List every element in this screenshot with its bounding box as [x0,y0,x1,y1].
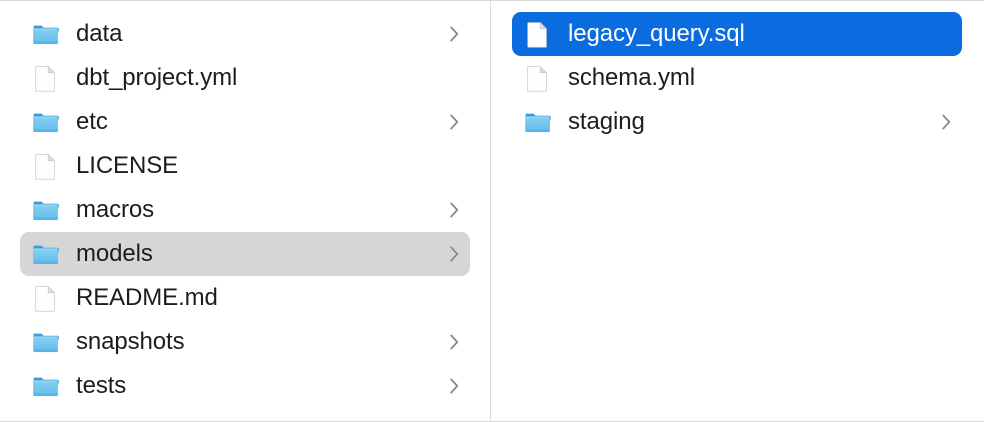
folder-icon [32,329,59,356]
item-label: macros [76,196,155,223]
folder-icon [32,373,59,400]
item-label: staging [568,108,645,135]
folder-row[interactable]: snapshots [20,320,470,364]
file-row[interactable]: README.md [20,276,470,320]
disclosure-chevron-icon[interactable] [449,377,460,395]
item-label: README.md [76,284,218,311]
item-label: legacy_query.sql [568,20,745,47]
item-label: dbt_project.yml [76,64,238,91]
item-label: LICENSE [76,152,179,179]
file-row[interactable]: legacy_query.sql [512,12,962,56]
folder-icon [32,109,59,136]
folder-row[interactable]: tests [20,364,470,408]
disclosure-chevron-icon[interactable] [449,25,460,43]
item-label: models [76,240,153,267]
finder-column-parent: data dbt_project.yml [0,1,491,421]
file-row[interactable]: schema.yml [512,56,962,100]
file-row[interactable]: LICENSE [20,144,470,188]
folder-row[interactable]: data [20,12,470,56]
disclosure-chevron-icon[interactable] [449,113,460,131]
item-label: data [76,20,123,47]
folder-icon [32,21,59,48]
folder-row[interactable]: models [20,232,470,276]
disclosure-chevron-icon[interactable] [449,333,460,351]
disclosure-chevron-icon[interactable] [941,113,952,131]
folder-row[interactable]: staging [512,100,962,144]
folder-icon [524,109,551,136]
disclosure-chevron-icon[interactable] [449,245,460,263]
folder-row[interactable]: etc [20,100,470,144]
folder-row[interactable]: macros [20,188,470,232]
folder-icon [32,197,59,224]
document-icon [524,65,551,92]
document-icon [32,285,59,312]
document-icon [32,153,59,180]
file-row[interactable]: dbt_project.yml [20,56,470,100]
finder-column-child: legacy_query.sql schema.yml [491,1,984,421]
item-label: snapshots [76,328,185,355]
item-label: tests [76,372,127,399]
folder-icon [32,241,59,268]
document-icon [524,21,551,48]
item-label: schema.yml [568,64,696,91]
item-label: etc [76,108,108,135]
document-icon [32,65,59,92]
disclosure-chevron-icon[interactable] [449,201,460,219]
